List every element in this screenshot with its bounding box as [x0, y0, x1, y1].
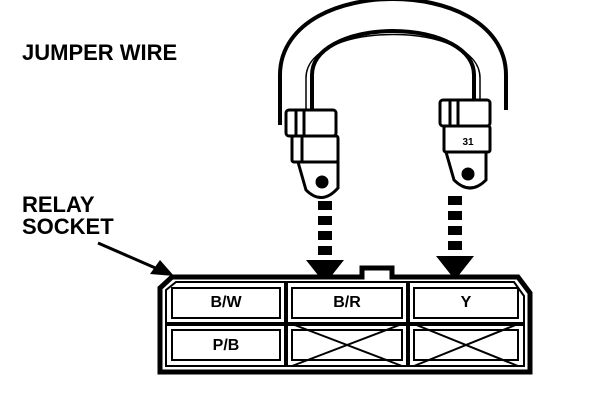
socket-pointer-arrow	[97, 241, 174, 276]
left-jumper-connector	[284, 108, 340, 199]
left-insert-arrow	[306, 201, 344, 284]
empty-cell-cross	[291, 323, 403, 367]
socket-cell-bw: B/W	[210, 294, 242, 311]
socket-cell-pb: P/B	[213, 337, 240, 354]
jumper-wire-label: JUMPER WIRE	[22, 40, 177, 65]
socket-cell-y: Y	[461, 294, 472, 311]
relay-socket	[157, 265, 533, 375]
jumper-wire	[278, 0, 508, 125]
connector-marking: 31	[462, 137, 474, 148]
relay-socket-label-line1: RELAY	[22, 192, 95, 217]
relay-socket-label-line2: SOCKET	[22, 214, 114, 239]
right-jumper-connector	[438, 98, 492, 190]
socket-cell-br: B/R	[333, 294, 361, 311]
empty-cell-cross	[413, 323, 519, 367]
right-insert-arrow	[436, 196, 474, 280]
